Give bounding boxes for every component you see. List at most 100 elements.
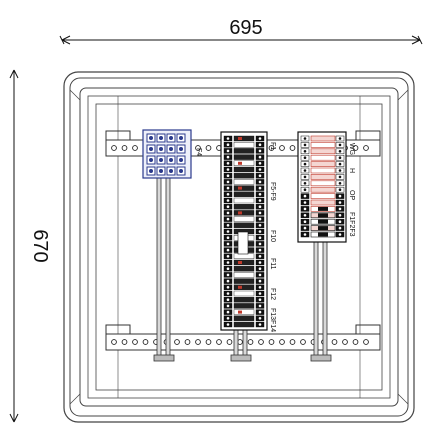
terminal-screw (258, 211, 262, 215)
terminal-screw (169, 136, 173, 140)
terminal-screw (338, 156, 342, 159)
module-segment (233, 315, 255, 321)
module-segment (233, 154, 255, 160)
terminal-screw (226, 279, 230, 283)
terminal-screw (179, 158, 183, 162)
terminal-screw (226, 267, 230, 271)
terminal-screw (258, 298, 262, 302)
module-segment (233, 309, 255, 315)
label-f13f14: F13F14 (269, 308, 276, 332)
terminal-screw (226, 193, 230, 196)
terminal-screw (258, 149, 262, 153)
module-segment (233, 297, 255, 303)
terminal-screw (338, 137, 342, 140)
module-segment (310, 161, 336, 167)
terminal-screw (303, 214, 307, 217)
terminal-screw (226, 137, 230, 140)
terminal-screw (226, 174, 230, 177)
terminal-screw (258, 236, 262, 239)
terminal-screw (338, 188, 342, 191)
module-indicator (238, 186, 242, 190)
terminal-screw (149, 169, 153, 173)
terminal-screw (169, 158, 173, 162)
module-segment (233, 197, 255, 204)
label-f1f2f3: F1F2F3 (348, 212, 355, 237)
module-indicator (238, 261, 242, 264)
terminal-screw (258, 193, 262, 196)
module-segment (233, 321, 255, 328)
terminal-screw (226, 162, 230, 165)
rail-hole (121, 145, 128, 151)
module-segment (233, 210, 255, 216)
height-dimension: 670 (9, 69, 51, 423)
terminal-screw (226, 180, 230, 184)
terminal-screw (258, 273, 262, 277)
rail-hole (268, 145, 275, 151)
terminal-screw (258, 174, 262, 177)
terminal-screw (303, 194, 307, 198)
module-segment (233, 272, 255, 278)
module-indicator (238, 211, 242, 215)
rail-hole (195, 145, 201, 151)
rail-hole (205, 339, 212, 345)
terminal-screw (226, 155, 230, 159)
terminal-screw (303, 188, 307, 191)
terminal-screw (258, 292, 262, 295)
terminal-screw (338, 220, 342, 223)
terminal-screw (159, 136, 163, 140)
module-segment (310, 135, 336, 142)
width-dimension: 695 (59, 17, 423, 45)
terminal-screw (226, 224, 230, 227)
rail-hole (184, 339, 191, 345)
rail-hole (300, 339, 306, 345)
terminal-screw (226, 261, 230, 264)
terminal-screw (258, 323, 262, 326)
label-f10: F10 (269, 230, 276, 242)
module-indicator (238, 161, 242, 165)
terminal-screw (258, 186, 262, 190)
terminal-screw (159, 169, 163, 173)
module-segment (310, 186, 336, 193)
rail-hole (363, 145, 369, 151)
terminal-screw (303, 226, 307, 230)
terminal-screw (258, 267, 262, 271)
terminal-screw (258, 317, 262, 320)
rail-hole (342, 339, 348, 345)
terminal-screw (303, 233, 307, 236)
rail-hole (121, 339, 128, 345)
terminal-screw (226, 186, 230, 190)
terminal-screw (226, 168, 230, 171)
rail-hole (174, 339, 180, 345)
rail-hole (132, 145, 138, 151)
terminal-screw (226, 236, 230, 239)
terminal-screw (226, 317, 230, 320)
terminal-screw (169, 147, 173, 151)
module-block (318, 219, 328, 224)
terminal-screw (226, 205, 230, 208)
module-segment (233, 284, 255, 290)
rail-hole (205, 145, 212, 151)
terminal-screw (169, 169, 173, 173)
terminal-screw (338, 143, 342, 147)
module-segment (233, 259, 255, 266)
terminal-screw (149, 158, 153, 162)
rail-hole (279, 145, 285, 151)
module-segment (233, 141, 255, 148)
module-segment (233, 303, 255, 309)
module-block (318, 206, 328, 211)
label-f12: F12 (269, 288, 276, 300)
module-segment (233, 290, 255, 297)
terminal-screw (226, 286, 230, 289)
terminal-screw (338, 182, 342, 185)
terminal-screw (179, 169, 183, 173)
rail-hole (268, 339, 275, 345)
terminal-screw (258, 199, 262, 202)
terminal-screw (303, 207, 307, 211)
rail-hole (289, 145, 296, 151)
terminal-screw (179, 136, 183, 140)
terminal-screw (258, 137, 262, 140)
terminal-screw (149, 136, 153, 140)
module-segment (310, 174, 336, 180)
terminal-screw (226, 211, 230, 215)
module-segment (233, 266, 255, 272)
